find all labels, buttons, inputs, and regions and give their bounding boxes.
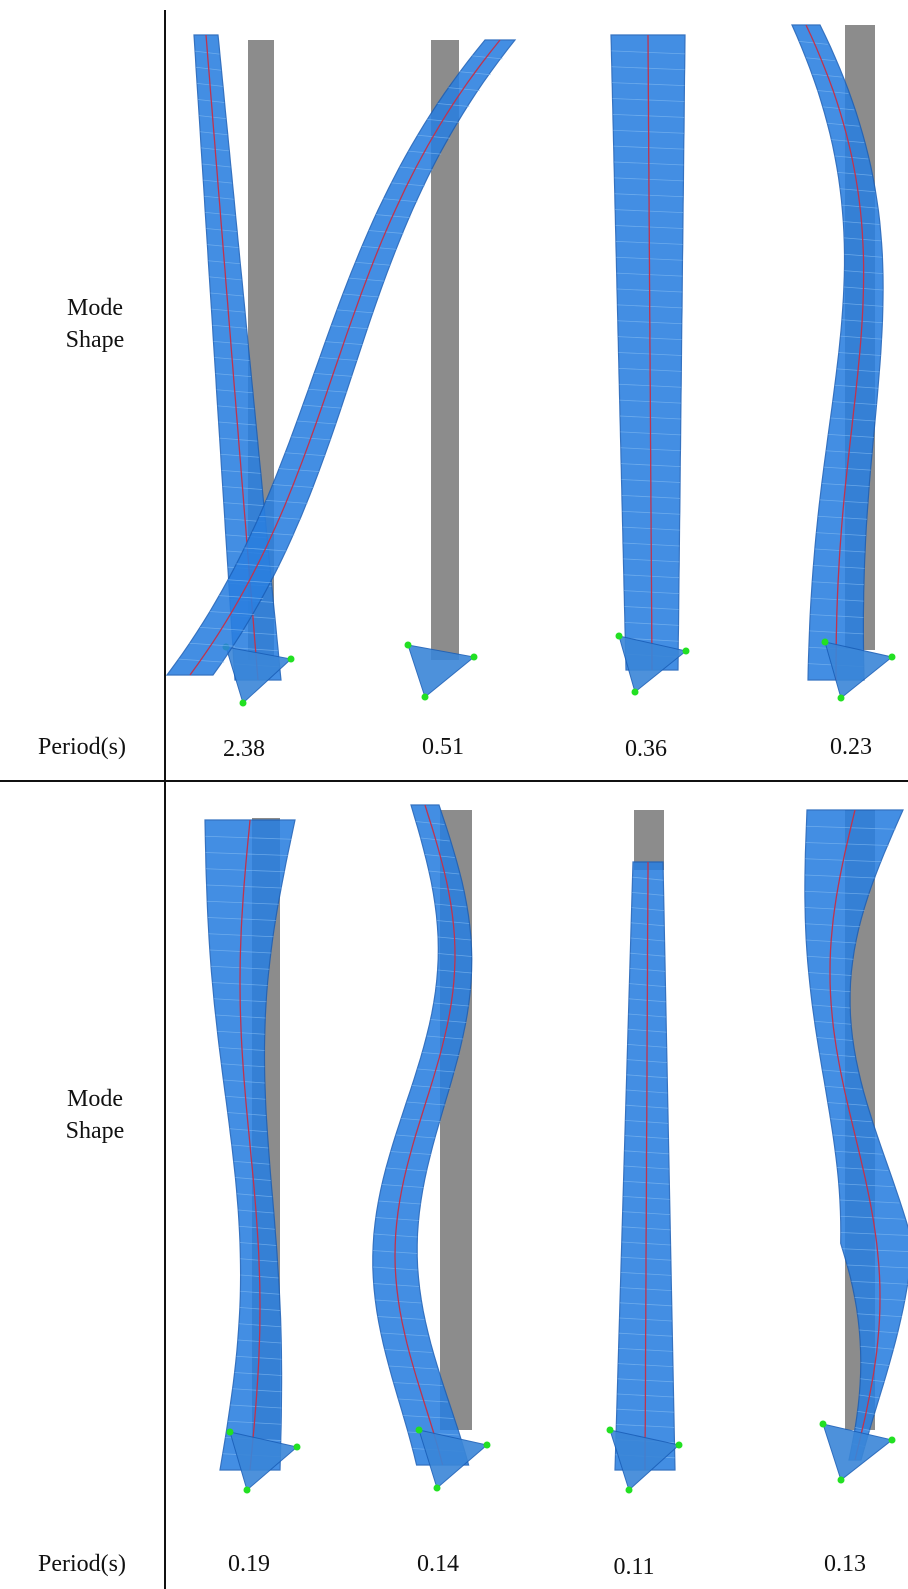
row2-mode2-support-1 [415, 1426, 423, 1434]
row1-mode2-support-3 [421, 693, 429, 701]
row2-mode1-centerline [239, 819, 261, 1471]
row1-mode4-centerline [805, 24, 865, 680]
row1-mode3-support-2 [682, 647, 690, 655]
row1-mode2-deformed-shape [165, 39, 517, 676]
row2-mode3-base-plate [609, 1429, 681, 1491]
row2-mode2-base-plate [418, 1429, 489, 1489]
row1-mode4-support-1 [821, 638, 829, 646]
row2-mode3-centerline [644, 862, 649, 1470]
row1-mode4-support-2 [888, 653, 896, 661]
row2-mode1-support-2 [293, 1443, 301, 1451]
row2-mode4-support-3 [837, 1476, 845, 1484]
row2-mode4-centerline [829, 809, 881, 1461]
row2-period-mode4: 0.13 [824, 1551, 866, 1577]
row1-mode2-support-1 [404, 641, 412, 649]
row1-mode1-support-3 [239, 699, 247, 707]
row1-mode3-centerline [647, 34, 653, 671]
row2-mode4-support-1 [819, 1420, 827, 1428]
row1-mode2-centerline [189, 39, 501, 676]
row2-mode3-support-1 [606, 1426, 614, 1434]
row2-mode-shape-label: Mode Shape [30, 1083, 160, 1147]
row1-mode4-base-plate [824, 641, 894, 699]
table-horizontal-divider [0, 780, 908, 782]
row2-period-mode3: 0.11 [613, 1554, 655, 1580]
row2-period-mode1: 0.19 [228, 1551, 270, 1577]
row1-period-mode4: 0.23 [830, 734, 872, 760]
row1-mode3-support-1 [615, 632, 623, 640]
row1-mode4-support-3 [837, 694, 845, 702]
row1-mode1-support-2 [287, 655, 295, 663]
row1-period-mode3: 0.36 [625, 736, 667, 762]
row2-mode3-undeformed-shape [634, 810, 664, 870]
row2-mode1-support-3 [243, 1486, 251, 1494]
row2-mode4-support-2 [888, 1436, 896, 1444]
row1-mode1-base-plate [225, 646, 293, 704]
row1-mode2-base-plate [407, 644, 476, 698]
row2-mode1-base-plate [229, 1431, 299, 1491]
row1-label-line1: Mode [67, 295, 123, 321]
row1-label-line2: Shape [65, 327, 125, 353]
row2-period-label: Period(s) [38, 1551, 126, 1577]
row2-mode2-deformed-shape [372, 804, 473, 1466]
row2-mode2-centerline [394, 804, 456, 1466]
row1-period-label: Period(s) [38, 734, 126, 760]
row1-period-mode1: 2.38 [223, 736, 265, 762]
row1-mode3-base-plate [618, 635, 688, 693]
row2-mode4-base-plate [822, 1423, 894, 1481]
row2-label-line2: Shape [65, 1118, 125, 1144]
row1-mode2-support-2 [470, 653, 478, 661]
row2-mode2-support-2 [483, 1441, 491, 1449]
row2-mode1-support-1 [226, 1428, 234, 1436]
row2-mode3-support-2 [675, 1441, 683, 1449]
row1-mode-shape-label: Mode Shape [30, 292, 160, 356]
row1-period-mode2: 0.51 [422, 734, 464, 760]
row2-mode3-support-3 [625, 1486, 633, 1494]
row2-period-mode2: 0.14 [417, 1551, 459, 1577]
table-vertical-divider [164, 10, 166, 1589]
row2-label-line1: Mode [67, 1086, 123, 1112]
row1-mode3-support-3 [631, 688, 639, 696]
row2-mode2-support-3 [433, 1484, 441, 1492]
